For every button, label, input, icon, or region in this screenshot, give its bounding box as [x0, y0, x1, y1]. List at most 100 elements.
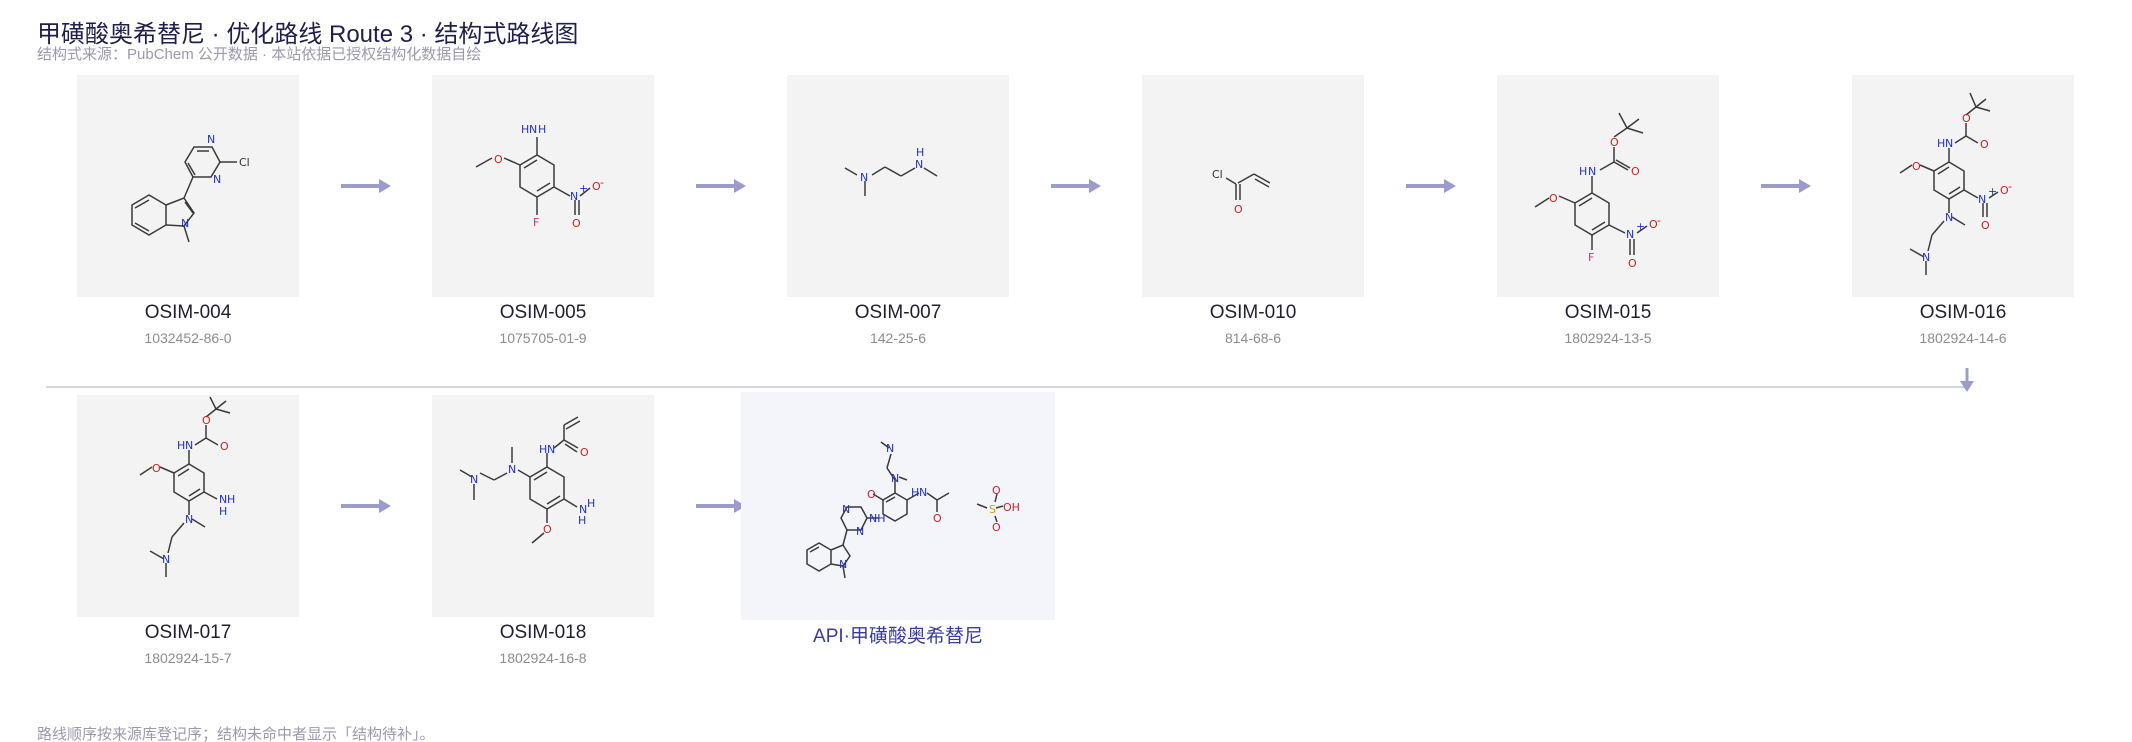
page-subtitle: 结构式来源：PubChem 公开数据 · 本站依据已授权结构化数据自绘 [37, 46, 482, 63]
svg-text:O: O [933, 512, 942, 525]
svg-text:+: + [1636, 220, 1645, 233]
svg-text:O: O [1981, 219, 1990, 232]
svg-text:O: O [572, 217, 581, 230]
arrow-right-icon [341, 499, 391, 513]
code-osim-007: OSIM-007 [854, 302, 942, 323]
svg-text:O: O [592, 180, 601, 193]
arrow-right-icon [1051, 179, 1101, 193]
svg-text:N: N [839, 558, 847, 571]
structure-card-osim-015[interactable]: O N H O O F N + O - O [1497, 75, 1719, 297]
svg-text:H: H [587, 497, 595, 510]
svg-text:O: O [1549, 192, 1558, 205]
svg-text:H: H [1937, 137, 1945, 150]
svg-text:Cl: Cl [239, 156, 250, 169]
code-osim-017: OSIM-017 [144, 622, 232, 643]
svg-text:O: O [1628, 257, 1637, 270]
acrylamide-amine-structure-icon: N H O N N N H H O [459, 416, 595, 544]
svg-text:N: N [1945, 137, 1953, 150]
svg-text:O: O [867, 488, 876, 501]
svg-text:Cl: Cl [1212, 168, 1223, 181]
cas-osim-007: 142-25-6 [869, 330, 927, 346]
svg-text:N: N [547, 443, 555, 456]
structure-card-osim-005[interactable]: N H H O F N + O - O [432, 75, 654, 297]
page-title: 甲磺酸奥希替尼 · 优化路线 Route 3 · 结构式路线图 [37, 21, 579, 48]
svg-text:F: F [533, 216, 539, 229]
svg-text:N: N [207, 133, 215, 146]
svg-text:H: H [538, 123, 546, 136]
svg-text:N: N [1588, 165, 1596, 178]
svg-text:O: O [543, 523, 552, 536]
boc-diamine-structure-icon: O N H O O N H H N N [139, 396, 235, 577]
boc-amine-nitro-structure-icon: O N H O O N + O - O N N [1899, 92, 2012, 275]
code-osim-004: OSIM-004 [144, 302, 232, 323]
structure-card-osim-016[interactable]: O N H O O N + O - O N N [1852, 75, 2074, 297]
svg-text:N: N [181, 217, 189, 230]
cas-osim-017: 1802924-15-7 [144, 650, 232, 666]
svg-text:N: N [219, 493, 227, 506]
trimethylethylenediamine-structure-icon: N N H [844, 146, 938, 196]
svg-text:N: N [856, 525, 864, 538]
structure-card-osim-007[interactable]: N N H [787, 75, 1009, 297]
cas-osim-005: 1075705-01-9 [499, 330, 587, 346]
structure-card-api[interactable]: N N N NH O N N N H O O S OH O [741, 392, 1055, 620]
cas-osim-004: 1032452-86-0 [144, 330, 232, 346]
svg-text:N: N [1978, 193, 1986, 206]
svg-text:H: H [578, 514, 586, 527]
svg-text:+: + [1988, 185, 1997, 198]
cas-osim-010: 814-68-6 [1224, 330, 1282, 346]
svg-text:N: N [213, 173, 221, 186]
arrow-right-icon [341, 179, 391, 193]
svg-text:N: N [919, 486, 927, 499]
svg-text:N: N [529, 123, 537, 136]
svg-text:H: H [911, 486, 919, 499]
svg-text:O: O [1234, 203, 1243, 216]
code-osim-010: OSIM-010 [1209, 302, 1297, 323]
svg-text:N: N [579, 503, 587, 516]
structure-card-osim-004[interactable]: N N N Cl [77, 75, 299, 297]
svg-text:H: H [227, 493, 235, 506]
svg-text:O: O [580, 446, 589, 459]
svg-text:O: O [1980, 138, 1989, 151]
structure-card-osim-017[interactable]: O N H O O N H H N N [77, 395, 299, 617]
svg-text:NH: NH [869, 512, 886, 525]
svg-text:O: O [1912, 160, 1921, 173]
svg-text:N: N [1945, 211, 1953, 224]
svg-text:F: F [1588, 251, 1594, 264]
code-osim-018: OSIM-018 [499, 622, 587, 643]
svg-text:O: O [152, 462, 161, 475]
svg-text:O: O [992, 484, 1001, 497]
code-osim-015: OSIM-015 [1564, 302, 1652, 323]
structure-card-osim-018[interactable]: N H O N N N H H O [432, 395, 654, 617]
svg-text:-: - [1657, 214, 1661, 227]
svg-text:O: O [202, 414, 211, 427]
cas-osim-018: 1802924-16-8 [499, 650, 587, 666]
osimertinib-mesylate-structure-icon: N N N NH O N N N H O O S OH O [806, 441, 1020, 579]
fluoro-nitro-anisidine-structure-icon: N H H O F N + O - O [475, 123, 604, 230]
arrow-right-icon [1406, 179, 1456, 193]
svg-text:N: N [1626, 228, 1634, 241]
svg-text:S: S [989, 503, 996, 516]
svg-text:H: H [219, 505, 227, 518]
svg-text:H: H [521, 123, 529, 136]
cas-osim-016: 1802924-14-6 [1919, 330, 2007, 346]
structure-card-osim-010[interactable]: Cl O [1142, 75, 1364, 297]
svg-text:H: H [1579, 165, 1587, 178]
footnote: 路线顺序按来源库登记序；结构未命中者显示「结构待补」。 [37, 726, 435, 742]
svg-text:H: H [539, 443, 547, 456]
api-label: API·甲磺酸奥希替尼 [813, 626, 983, 647]
indole-chloropyrimidine-structure-icon: N N N Cl [131, 133, 250, 243]
svg-text:+: + [579, 182, 588, 195]
svg-text:N: N [185, 439, 193, 452]
svg-text:N: N [185, 513, 193, 526]
svg-text:O: O [1649, 218, 1658, 231]
svg-text:N: N [860, 171, 868, 184]
svg-text:N: N [842, 503, 850, 516]
svg-text:O: O [1610, 136, 1619, 149]
svg-text:O: O [220, 440, 229, 453]
svg-text:N: N [915, 158, 923, 171]
arrow-down-icon [1960, 368, 1974, 392]
svg-text:-: - [2008, 180, 2012, 193]
svg-text:O: O [1631, 165, 1640, 178]
arrow-right-icon [696, 179, 746, 193]
